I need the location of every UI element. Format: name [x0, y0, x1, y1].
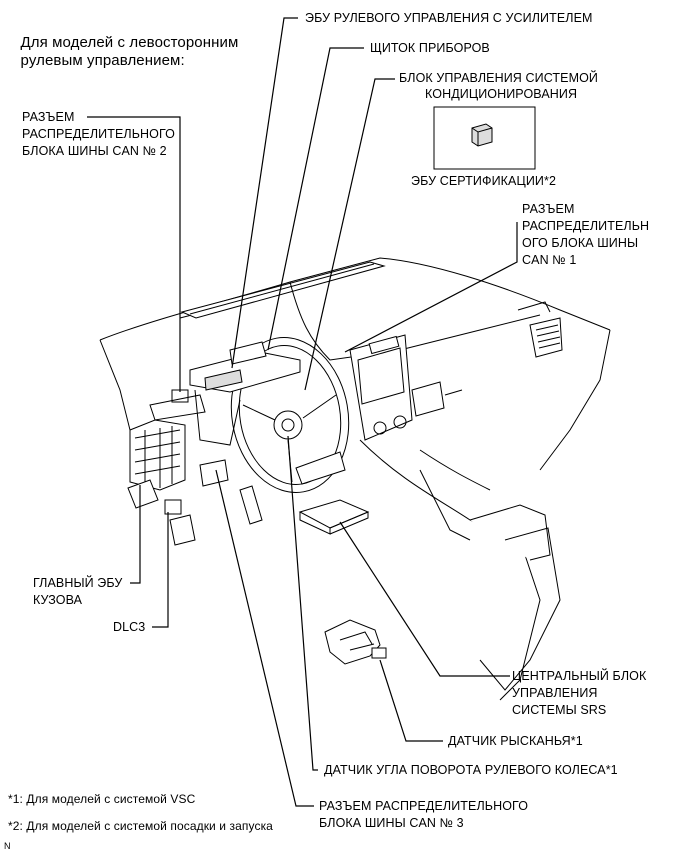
label-can-jb2-line1: РАЗЪЕМ [22, 110, 75, 124]
label-ac-amplifier-line2: КОНДИЦИОНИРОВАНИЯ [425, 87, 578, 101]
label-certification-ecu: ЭБУ СЕРТИФИКАЦИИ*2 [411, 174, 557, 188]
label-dlc3: DLC3 [113, 620, 146, 634]
certification-ecu-inset [433, 106, 536, 170]
label-can-jb1-line1: РАЗЪЕМ [522, 202, 575, 216]
label-main-body-ecu-line2: КУЗОВА [33, 593, 83, 607]
title-line-1: Для моделей с левосторонним [20, 34, 239, 51]
label-combination-meter: ЩИТОК ПРИБОРОВ [370, 41, 490, 55]
label-srs-line1: ЦЕНТРАЛЬНЫЙ БЛОК [512, 669, 647, 683]
dashboard-drawing [99, 257, 611, 701]
label-yaw-rate-sensor: ДАТЧИК РЫСКАНЬЯ*1 [448, 734, 583, 748]
label-can-jb3-line2: БЛОКА ШИНЫ CAN № 3 [319, 816, 464, 830]
footnote-2: *2: Для моделей с системой посадки и зап… [8, 819, 273, 833]
page-title-line2: рулевым управлением: [12, 31, 185, 71]
label-eps-ecu: ЭБУ РУЛЕВОГО УПРАВЛЕНИЯ С УСИЛИТЕЛЕМ [305, 11, 593, 25]
title-line-2: рулевым управлением: [20, 52, 185, 69]
label-can-jb2-line2: РАСПРЕДЕЛИТЕЛЬНОГО [22, 127, 175, 141]
label-can-jb2-line3: БЛОКА ШИНЫ CAN № 2 [22, 144, 167, 158]
label-srs-line3: СИСТЕМЫ SRS [512, 703, 607, 717]
label-steering-angle-sensor: ДАТЧИК УГЛА ПОВОРОТА РУЛЕВОГО КОЛЕСА*1 [324, 763, 618, 777]
label-main-body-ecu-line1: ГЛАВНЫЙ ЭБУ [33, 576, 123, 590]
label-can-jb1-line2: РАСПРЕДЕЛИТЕЛЬН [522, 219, 650, 233]
page-title: Для моделей с левосторонним [12, 13, 239, 53]
label-can-jb1-line3: ОГО БЛОКА ШИНЫ [522, 236, 639, 250]
label-can-jb1-line4: CAN № 1 [522, 253, 577, 267]
footnote-1: *1: Для моделей с системой VSC [8, 792, 196, 806]
corner-mark: N [4, 841, 11, 851]
leader-lines [87, 17, 518, 807]
label-srs-line2: УПРАВЛЕНИЯ [512, 686, 598, 700]
label-can-jb3-line1: РАЗЪЕМ РАСПРЕДЕЛИТЕЛЬНОГО [319, 799, 529, 813]
label-ac-amplifier-line1: БЛОК УПРАВЛЕНИЯ СИСТЕМОЙ [399, 71, 599, 85]
